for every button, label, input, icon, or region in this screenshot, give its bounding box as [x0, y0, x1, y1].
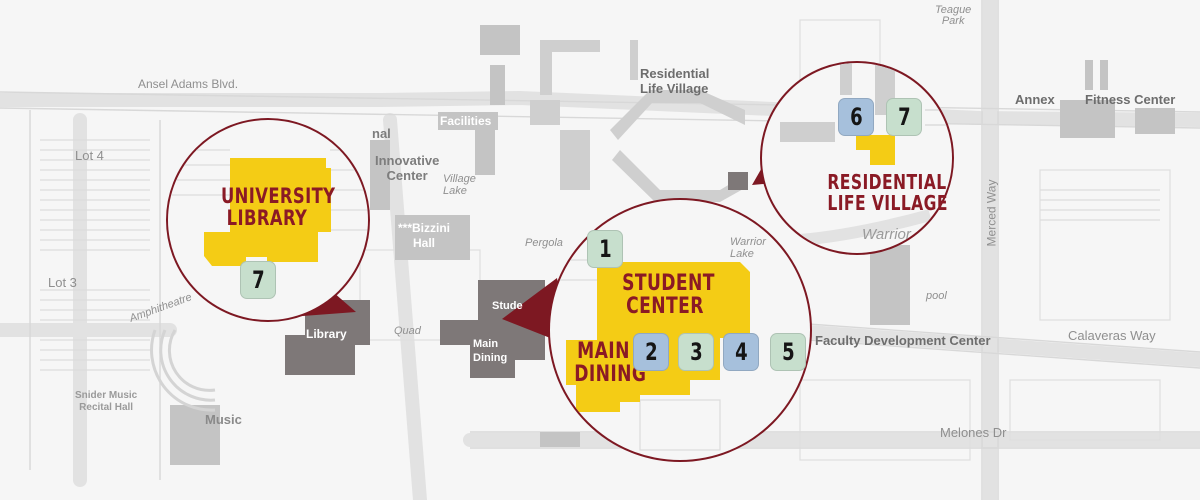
student-center-badge-4: 4	[723, 333, 759, 371]
gray-buildings	[170, 25, 1175, 465]
merced-way-label: Merced Way	[984, 179, 999, 247]
lot-4-label: Lot 4	[75, 148, 104, 163]
main-dining-title: MAIN DINING	[574, 339, 647, 388]
calaveras-way-label: Calaveras Way	[1068, 328, 1156, 343]
residential-life-village-title: RESIDENTIAL LIFE VILLAGE	[827, 170, 948, 215]
nal-label: nal	[372, 126, 391, 141]
bizzini-hall-label: ***Bizzini Hall	[398, 221, 451, 250]
main-dining-building-label: Main Dining	[473, 338, 508, 364]
residential-badge-7: 7	[886, 98, 922, 136]
student-center-badge-3: 3	[678, 333, 714, 371]
student-center-badge-2: 2	[633, 333, 669, 371]
dark-buildings	[285, 172, 748, 378]
warrior-lake-label: Warrior Lake	[730, 236, 766, 260]
residential-badge-6: 6	[838, 98, 874, 136]
library-badge-7: 7	[240, 261, 276, 299]
library-building-label: Library	[306, 327, 347, 341]
residential-callout-shape	[752, 61, 954, 255]
teague-park-label: Teague Park	[935, 4, 972, 27]
fitness-center-label: Fitness Center	[1085, 92, 1176, 107]
parking-lot-stripes	[40, 139, 1160, 371]
student-center-badge-1: 1	[587, 230, 623, 268]
warrior-label: Warrior	[862, 226, 911, 243]
street-ansel-adams: Ansel Adams Blvd.	[138, 77, 239, 91]
faculty-development-center-label: Faculty Development Center	[815, 333, 991, 348]
student-center-badge-5: 5	[770, 333, 806, 371]
student-center-title: STUDENT CENTER	[622, 271, 715, 320]
innovative-center-label: Innovative Center	[375, 153, 440, 183]
quad-label: Quad	[394, 325, 421, 337]
snider-music-label: Snider Music Recital Hall	[75, 390, 138, 413]
residential-life-village-label: Residential Life Village	[640, 66, 710, 96]
melones-dr-label: Melones Dr	[940, 425, 1007, 440]
annex-label: Annex	[1015, 92, 1055, 107]
residential-ring-buildings	[530, 40, 745, 202]
student-building-label: Stude	[492, 300, 523, 312]
amphitheatre-rows	[150, 329, 216, 412]
music-label: Music	[205, 412, 242, 427]
university-library-title: UNIVERSITY LIBRARY	[220, 184, 336, 231]
pergola-label: Pergola	[525, 237, 563, 249]
village-lake-label: Village Lake	[443, 173, 476, 197]
lot-3-label: Lot 3	[48, 275, 77, 290]
pool-label: pool	[926, 290, 947, 302]
facilities-label: Facilities	[440, 114, 492, 128]
